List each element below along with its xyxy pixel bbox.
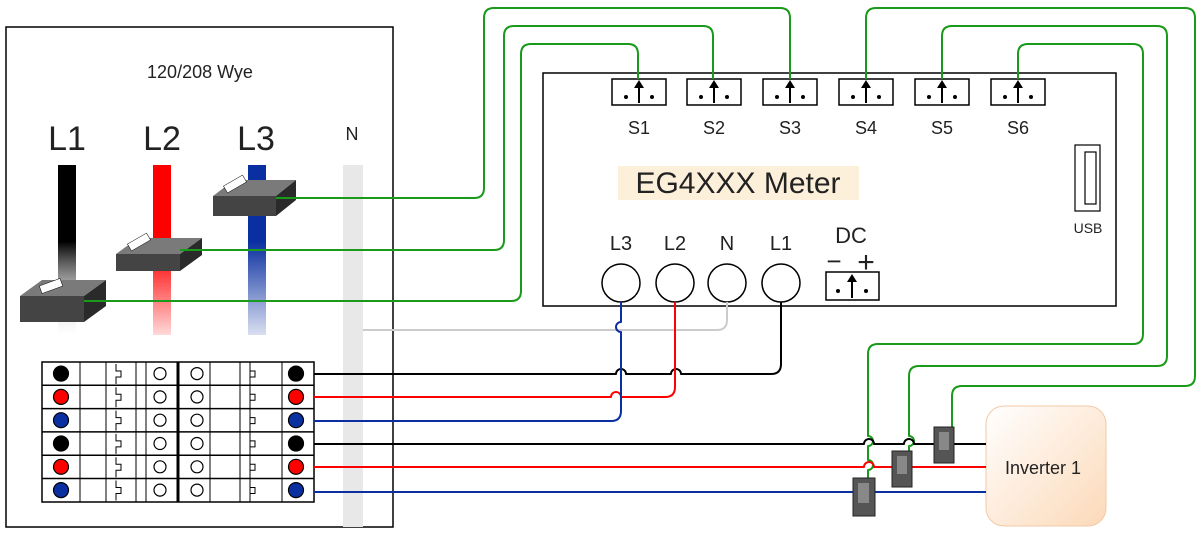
sensor-port-s4: S4 xyxy=(838,78,894,138)
dc-terminal: DC − + xyxy=(825,223,880,301)
sensor-port-label: S3 xyxy=(779,118,801,138)
voltage-input-l1: L1 xyxy=(761,233,801,303)
inverter-l1-wire xyxy=(314,438,986,445)
usb-label: USB xyxy=(1074,220,1103,236)
sensor-port-s5: S5 xyxy=(914,78,970,138)
bus-bar-neutral xyxy=(343,165,363,527)
sensor-port-label: S2 xyxy=(703,118,725,138)
voltage-input-label: L2 xyxy=(664,233,686,255)
inverter-l2-wire xyxy=(314,461,986,468)
sensor-port-s3: S3 xyxy=(762,78,818,138)
ct-wire-s4 xyxy=(865,7,1196,427)
sensor-port-label: S5 xyxy=(931,118,953,138)
breaker-row xyxy=(42,477,314,502)
ct-clamp-l1 xyxy=(20,278,106,322)
breaker-row xyxy=(42,431,314,456)
sensor-ports: S1 S2 S3 S4 S5 S6 xyxy=(611,78,1046,138)
ct-wire-s3 xyxy=(276,7,791,199)
breaker-row xyxy=(42,407,314,432)
phase-label-l1: L1 xyxy=(48,120,86,158)
dc-plus: + xyxy=(857,246,875,279)
breaker-row xyxy=(52,362,305,386)
meter-device: EG4XXX Meter S1 S2 S3 S4 S5 S6 L3 L2 N L1 DC − +… xyxy=(542,72,1117,307)
sensor-port-label: S4 xyxy=(855,118,877,138)
inverter-1: Inverter 1 xyxy=(985,405,1107,527)
voltage-input-label: L3 xyxy=(610,233,632,255)
breaker-strip xyxy=(41,361,315,503)
phase-label-n: N xyxy=(346,124,359,144)
inverter-label: Inverter 1 xyxy=(1005,458,1081,478)
neutral-wire xyxy=(363,302,728,331)
voltage-input-label: L1 xyxy=(770,233,792,255)
meter-title: EG4XXX Meter xyxy=(635,167,840,200)
voltage-input-n: N xyxy=(707,233,747,303)
ct-clamp-inverter-l2 xyxy=(891,450,913,488)
sensor-port-label: S6 xyxy=(1007,118,1029,138)
ct-wire-s6 xyxy=(867,43,1144,478)
sensor-port-s1: S1 xyxy=(611,78,667,138)
ct-clamp-l3 xyxy=(213,174,296,216)
ct-wire-s5 xyxy=(908,25,1168,451)
voltage-input-label: N xyxy=(720,233,734,255)
ct-clamp-inverter-l3 xyxy=(852,477,876,517)
phase-label-l2: L2 xyxy=(143,120,181,158)
ct-clamp-inverter-l1 xyxy=(933,426,955,464)
phase-label-l3: L3 xyxy=(237,120,275,158)
panel-title: 120/208 Wye xyxy=(147,62,253,82)
dc-label: DC xyxy=(835,223,867,248)
ct-wire-s1 xyxy=(84,43,639,302)
meter-l3-wire xyxy=(314,302,622,422)
usb-port: USB xyxy=(1074,144,1103,236)
breaker-row xyxy=(42,384,314,409)
breaker-row xyxy=(42,454,314,479)
dc-minus: − xyxy=(826,246,841,276)
ct-wire-s2 xyxy=(180,25,714,251)
sensor-port-label: S1 xyxy=(628,118,650,138)
